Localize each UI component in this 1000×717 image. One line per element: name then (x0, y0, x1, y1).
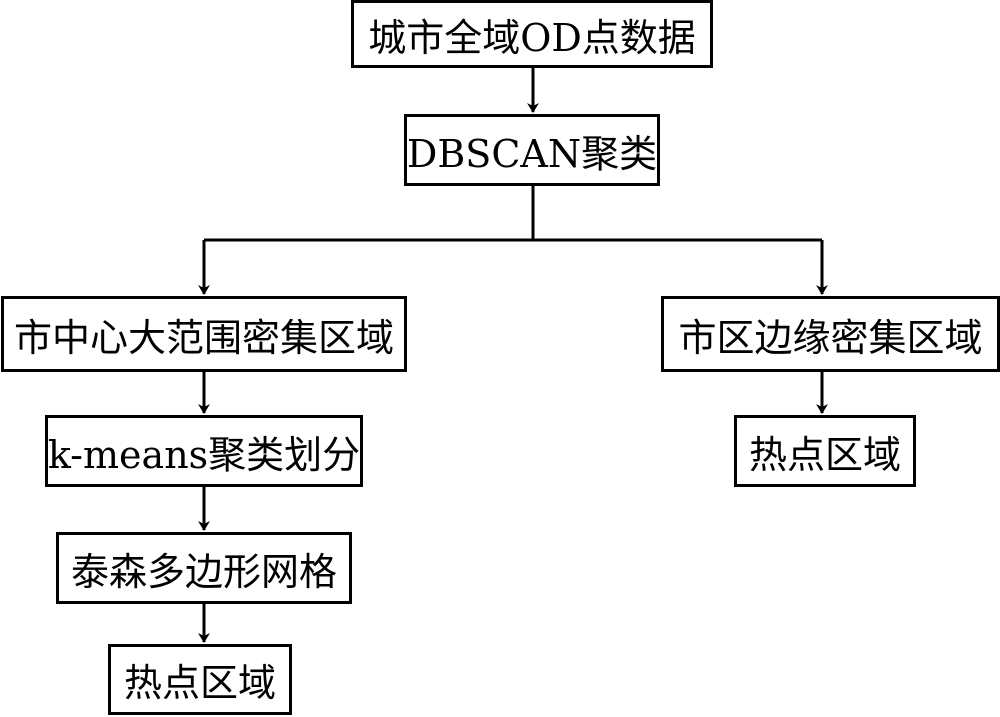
node-thiessen: 泰森多边形网格 (56, 532, 352, 604)
node-center-region: 市中心大范围密集区域 (1, 296, 407, 372)
node-od-data: 城市全域OD点数据 (351, 0, 713, 68)
node-hotspot-right: 热点区域 (734, 415, 916, 487)
node-hotspot-left: 热点区域 (108, 644, 292, 715)
node-dbscan: DBSCAN聚类 (404, 114, 660, 186)
node-edge-region: 市区边缘密集区域 (661, 296, 1000, 372)
node-kmeans: k-means聚类划分 (45, 415, 363, 487)
